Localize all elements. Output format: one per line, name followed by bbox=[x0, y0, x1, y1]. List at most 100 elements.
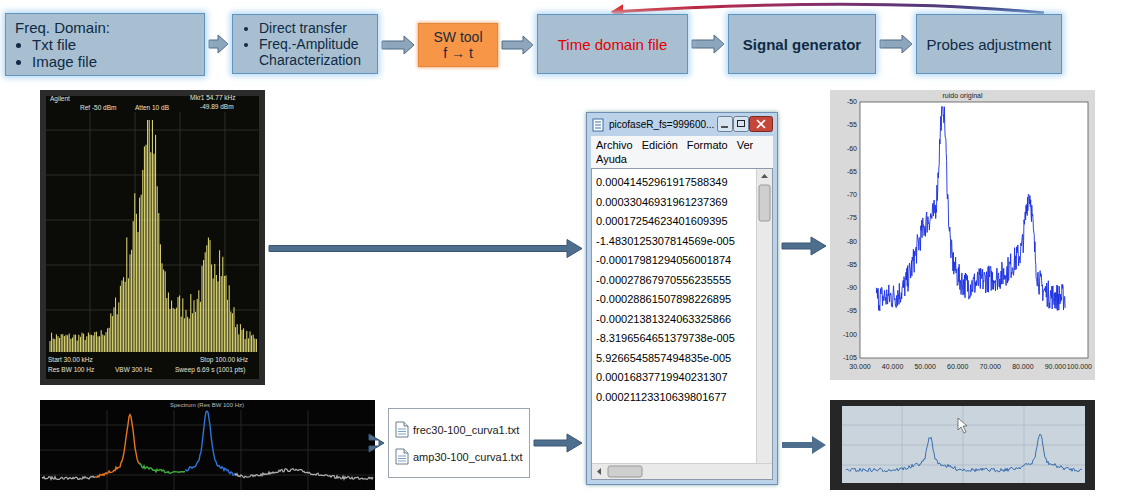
data-value: -0.00021381324063325866 bbox=[596, 310, 731, 330]
bullet-text: Txt file bbox=[32, 36, 76, 53]
scroll-arrows bbox=[757, 169, 772, 229]
screen-text: Sweep 6.69 s (1001 pts) bbox=[175, 367, 245, 374]
axis-label: -90 bbox=[847, 284, 857, 291]
screen-text: Agilent bbox=[50, 96, 70, 103]
spectrum-screenshot: Spectrum (Res BW 100 Hz) bbox=[40, 400, 375, 490]
menu-item: Archivo bbox=[596, 138, 633, 152]
text-area: 0.000414529619175883490.0003304693196123… bbox=[591, 168, 773, 480]
screen-text: Atten 10 dB bbox=[135, 105, 169, 112]
plot-ground bbox=[830, 90, 1095, 380]
data-value: 5.9266545857494835e-005 bbox=[596, 349, 731, 369]
generator-box: Signal generator bbox=[728, 14, 876, 74]
data-value: 0.00016837719940231307 bbox=[596, 368, 728, 388]
screenshot-grid bbox=[40, 410, 375, 490]
axis-label: -80 bbox=[847, 238, 857, 245]
grid-line bbox=[90, 112, 91, 352]
data-value: 0.00021123310639801677 bbox=[596, 388, 727, 408]
box-label: f → t bbox=[423, 45, 493, 61]
box-label: SW tool bbox=[423, 29, 493, 45]
flow-arrow bbox=[534, 434, 582, 452]
data-value: -1.4830125307814569e-005 bbox=[596, 232, 735, 252]
data-value: 0.00017254623401609395 bbox=[596, 212, 728, 232]
noise-trace bbox=[876, 107, 1065, 311]
process-box: Probes adjustment bbox=[916, 14, 1062, 74]
instrument-screen bbox=[842, 406, 1085, 483]
spectrum-trace bbox=[50, 120, 256, 352]
screenshot-ground bbox=[40, 400, 375, 490]
file-row: amp30-100_curva1.txt bbox=[395, 448, 523, 465]
menu-item: Ver bbox=[737, 138, 754, 152]
scroll-arrows bbox=[592, 464, 652, 479]
screen-text: Res BW 100 Hz bbox=[48, 367, 94, 374]
title-bar: picofaseR_fs=999600... bbox=[591, 113, 773, 136]
bullet-text: Freq.-Amplitude Characterization bbox=[259, 36, 361, 68]
file-name: amp30-100_curva1.txt bbox=[413, 451, 522, 463]
menu-item: Ayuda bbox=[596, 152, 627, 166]
data-value: -0.00017981294056001874 bbox=[596, 251, 731, 271]
grid-line bbox=[174, 410, 175, 490]
grid-line bbox=[902, 406, 903, 483]
axis-label: 40.000 bbox=[882, 363, 903, 370]
box-label: Time domain file bbox=[547, 36, 678, 53]
analyzer-screen bbox=[46, 96, 259, 379]
axis-label: -75 bbox=[847, 214, 857, 221]
instrument-trace bbox=[846, 434, 1082, 472]
screen-text: VBW 300 Hz bbox=[115, 367, 152, 374]
flow-arrow bbox=[782, 436, 826, 454]
flow-arrow bbox=[692, 35, 724, 53]
curve-segment bbox=[42, 476, 95, 479]
axis-label: -100 bbox=[843, 331, 857, 338]
axis-label: -95 bbox=[847, 307, 857, 314]
screen-grid bbox=[46, 112, 259, 352]
photo-frame bbox=[40, 90, 265, 385]
screen-text: Mkr1 54.77 kHz bbox=[190, 95, 236, 102]
window-buttons bbox=[717, 116, 773, 133]
curve-segment bbox=[95, 415, 140, 478]
bullet-item: Direct transfer bbox=[259, 20, 368, 36]
box-heading: Freq. Domain: bbox=[15, 19, 195, 36]
analyzer-photo: AgilentRef -50 dBm Atten 10 dB Mkr1 54.77 … bbox=[40, 90, 265, 385]
flow-arrow bbox=[269, 240, 582, 258]
bullet-item: Image file bbox=[32, 53, 195, 70]
window-title: picofaseR_fs=999600... bbox=[609, 119, 717, 130]
file-box: Time domain file bbox=[537, 14, 688, 74]
box-label: Probes adjustment bbox=[926, 36, 1052, 53]
axis-label: -105 bbox=[843, 354, 857, 361]
noise-plot: ruido original30.00040.00050.00060.00070… bbox=[830, 90, 1095, 380]
file-icon bbox=[395, 448, 409, 465]
feedback-arrow bbox=[613, 4, 1045, 13]
curve-segment bbox=[140, 463, 185, 473]
file-row: frec30-100_curva1.txt bbox=[395, 421, 523, 438]
menu-bar: ArchivoEdiciónFormatoVerAyuda bbox=[591, 136, 773, 168]
flow-arrow bbox=[502, 36, 533, 54]
process-box: Freq. Domain:Txt fileImage file bbox=[5, 13, 205, 76]
axis-label: 70.000 bbox=[980, 363, 1001, 370]
flow-arrow bbox=[880, 35, 912, 53]
grid-line bbox=[963, 406, 964, 483]
grid-line bbox=[308, 410, 309, 490]
bullet-item: Txt file bbox=[32, 36, 195, 53]
bullet-text: Image file bbox=[32, 53, 97, 70]
instrument-grid bbox=[842, 406, 1085, 483]
process-box: Direct transferFreq.-Amplitude Character… bbox=[232, 14, 378, 74]
data-value: 0.00041452961917588349 bbox=[596, 173, 728, 193]
axis-label: 50.000 bbox=[914, 363, 935, 370]
axis-label: -50 bbox=[847, 98, 857, 105]
grid-line bbox=[107, 410, 108, 490]
file-name: frec30-100_curva1.txt bbox=[413, 424, 519, 436]
flow-arrow bbox=[209, 35, 228, 53]
app-icon bbox=[591, 118, 605, 132]
screen-text: Stop 100.00 kHz bbox=[200, 357, 248, 364]
screen-text: -49.89 dBm bbox=[200, 104, 234, 111]
grid-line bbox=[1024, 406, 1025, 483]
grid-line bbox=[40, 450, 375, 451]
data-value: 0.00033046931961237369 bbox=[596, 193, 728, 213]
screen-text: Ref -50 dBm bbox=[80, 105, 117, 112]
screen-text: Spectrum (Res BW 100 Hz) bbox=[170, 402, 244, 408]
plot-title: ruido original bbox=[942, 92, 982, 99]
bullet-text: Direct transfer bbox=[259, 20, 347, 36]
menu-item: Formato bbox=[687, 138, 728, 152]
flow-arrow bbox=[782, 237, 826, 255]
tool-box: SW toolf → t bbox=[418, 23, 498, 67]
mouse-cursor bbox=[958, 418, 967, 433]
